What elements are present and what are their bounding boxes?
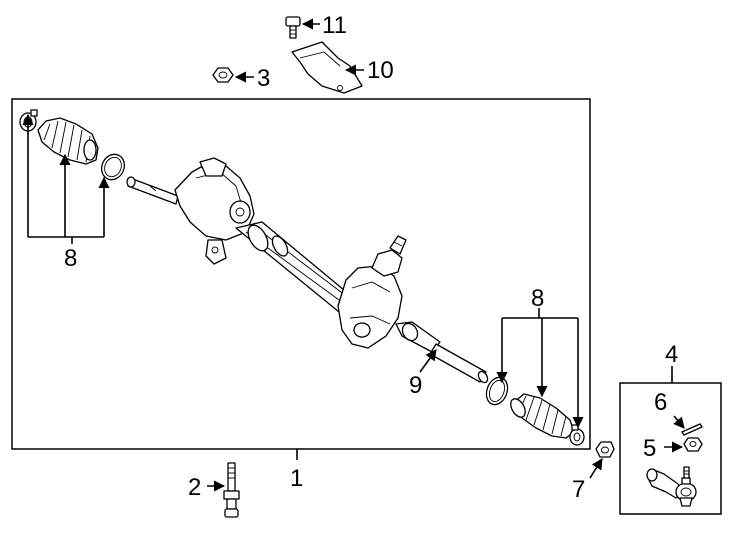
callout-8-right: 8 — [531, 285, 544, 312]
ring-icon — [100, 153, 126, 181]
boot-icon — [37, 117, 99, 165]
tie-rod-end-icon — [646, 466, 697, 507]
boot-icon — [510, 393, 575, 439]
callout-6: 6 — [654, 389, 667, 416]
callout-8-left: 8 — [64, 245, 77, 272]
cotter-pin-icon — [681, 423, 703, 436]
ring-icon — [485, 376, 509, 406]
heat-shield-icon — [291, 41, 363, 94]
nut-icon — [595, 441, 615, 458]
bolt-icon — [223, 462, 240, 518]
callout-11: 11 — [322, 12, 347, 39]
callout-5: 5 — [643, 435, 656, 462]
bolt-icon — [285, 16, 301, 39]
nut-icon — [683, 437, 703, 452]
steering-rack-icon — [126, 157, 489, 384]
clamp-icon — [569, 424, 585, 446]
callout-3: 3 — [257, 65, 270, 92]
tie-rod-end-frame — [619, 382, 722, 515]
callout-4: 4 — [665, 341, 678, 368]
callout-7: 7 — [572, 476, 585, 503]
nut-icon — [212, 67, 234, 83]
callout-2: 2 — [188, 474, 201, 501]
assembly-frame — [11, 98, 591, 450]
callout-9: 9 — [409, 372, 422, 399]
callout-1: 1 — [290, 465, 303, 492]
callout-10: 10 — [367, 57, 394, 84]
